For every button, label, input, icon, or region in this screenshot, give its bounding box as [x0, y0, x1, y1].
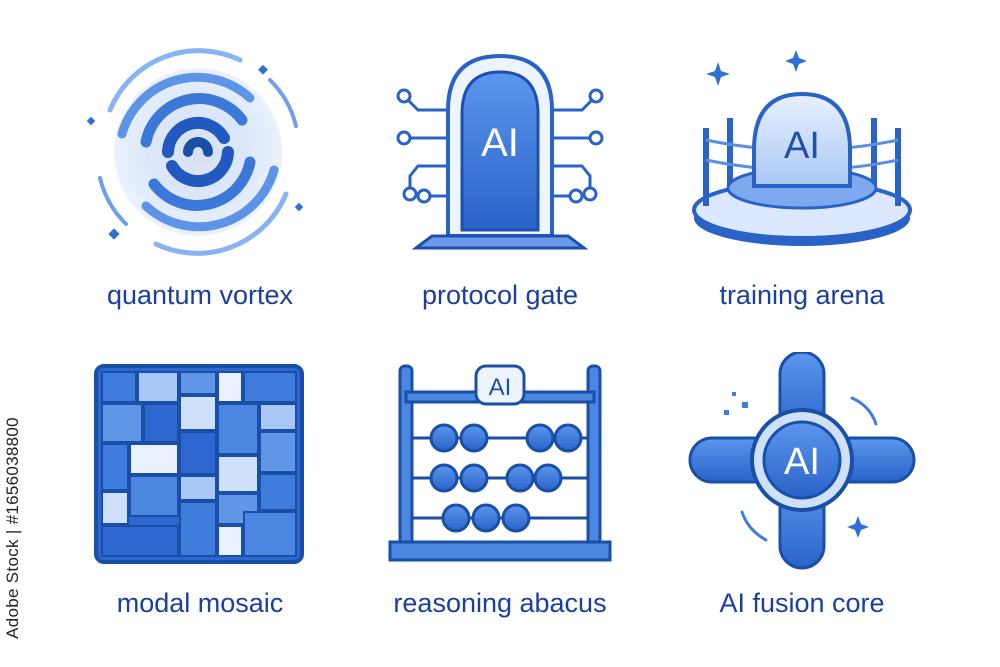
arena-ai-label: AI [784, 125, 820, 167]
icon-tile-reasoning-abacus: AI reasoning abacus [370, 352, 630, 642]
icon-tile-quantum-vortex: quantum vortex [70, 40, 330, 330]
icon-caption: training arena [719, 280, 885, 310]
fusion-core-ai-label: AI [784, 441, 820, 483]
stock-id-watermark: Adobe Stock | #1656038800 [2, 417, 24, 639]
icon-tile-modal-mosaic: modal mosaic [70, 352, 330, 642]
icon-caption: reasoning abacus [393, 588, 607, 618]
icon-tile-training-arena: AI training arena [672, 40, 932, 330]
icon-tile-protocol-gate: AI protocol gate [370, 40, 630, 330]
stock-id-text: Adobe Stock | #1656038800 [3, 417, 22, 639]
mosaic-icon [94, 364, 304, 564]
icon-caption: quantum vortex [106, 280, 294, 310]
icon-caption: protocol gate [421, 280, 579, 310]
icon-caption: modal mosaic [116, 588, 284, 618]
fusion-core-icon: AI [688, 352, 916, 570]
gate-ai-label: AI [481, 121, 519, 165]
icon-caption: AI fusion core [719, 588, 885, 618]
vortex-icon [86, 48, 304, 256]
gate-icon: AI [396, 53, 604, 250]
icon-tile-ai-fusion-core: AI AI fusion core [672, 352, 932, 642]
arena-icon: AI [692, 50, 912, 246]
abacus-icon: AI [388, 364, 612, 562]
abacus-ai-label: AI [489, 374, 512, 401]
